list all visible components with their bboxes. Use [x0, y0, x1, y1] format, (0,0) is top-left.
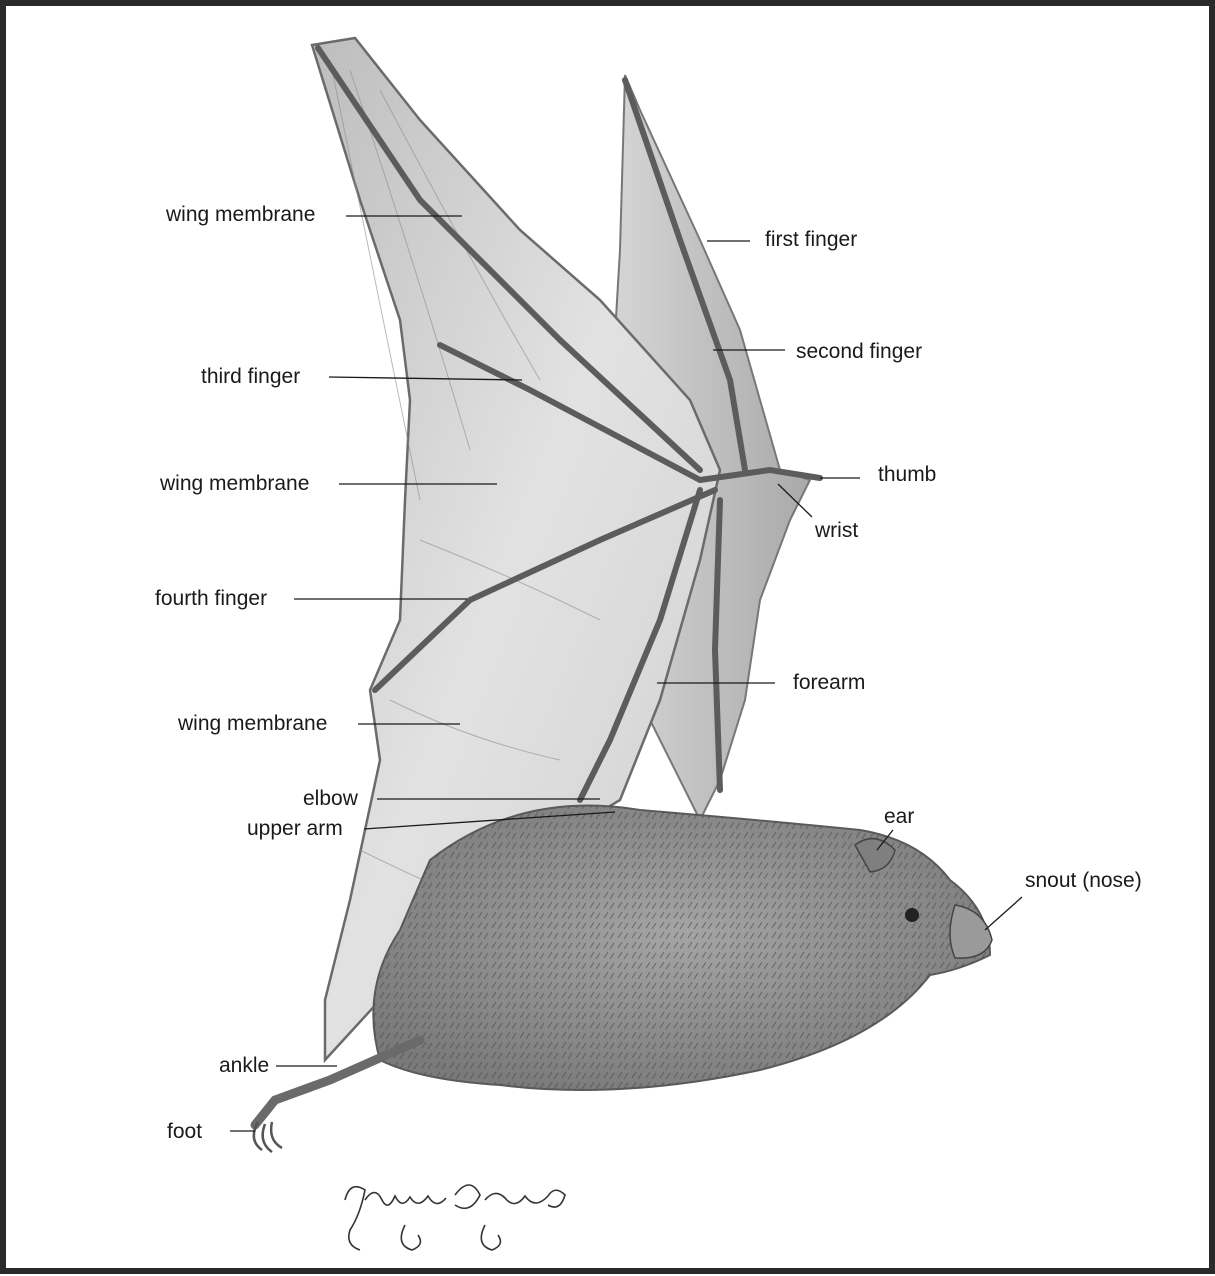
label-elbow: elbow: [303, 787, 358, 811]
label-first-finger: first finger: [765, 228, 857, 252]
label-upper-arm: upper arm: [247, 817, 343, 841]
label-foot: foot: [167, 1120, 202, 1144]
label-wing-membrane-low: wing membrane: [178, 712, 327, 736]
fur-texture: [373, 806, 990, 1090]
bat-snout: [950, 905, 992, 958]
label-wing-membrane-top: wing membrane: [166, 203, 315, 227]
label-third-finger: third finger: [201, 365, 300, 389]
label-fourth-finger: fourth finger: [155, 587, 267, 611]
leader-snout: [985, 897, 1022, 930]
bat-leg: [255, 1040, 420, 1125]
label-snout: snout (nose): [1025, 869, 1142, 893]
artist-signature: [345, 1185, 565, 1250]
bat-eye: [905, 908, 919, 922]
label-forearm: forearm: [793, 671, 865, 695]
label-thumb: thumb: [878, 463, 936, 487]
label-second-finger: second finger: [796, 340, 922, 364]
label-wing-membrane-mid: wing membrane: [160, 472, 309, 496]
label-ear: ear: [884, 805, 914, 829]
label-wrist: wrist: [815, 519, 858, 543]
label-ankle: ankle: [219, 1054, 269, 1078]
